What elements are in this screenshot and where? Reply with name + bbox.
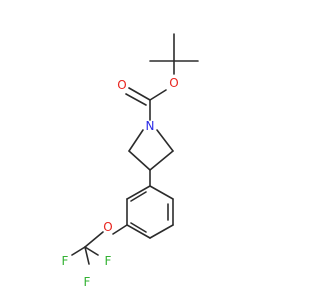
bond (130, 191, 147, 202)
bond (126, 185, 151, 200)
bond (128, 150, 151, 171)
molecule-canvas: O O N O F F F (61, 33, 199, 289)
bond (130, 222, 147, 233)
bond (71, 246, 86, 256)
carbonyl-oxygen-label: O (117, 78, 126, 92)
structure-diagram: O O N O F F F (62, 33, 199, 289)
bond (112, 224, 128, 235)
ether-oxygen-label: O (103, 220, 112, 234)
bond (128, 129, 144, 152)
bond (149, 89, 167, 101)
ester-oxygen-label: O (169, 76, 178, 90)
fluorine-left-label: F (62, 254, 69, 268)
atom-labels: O O N O F F F (62, 76, 179, 289)
fluorine-right-label: F (105, 254, 112, 268)
bond (84, 231, 104, 248)
fluorine-bottom-label: F (84, 275, 91, 289)
bond (84, 246, 99, 256)
bond (149, 185, 174, 200)
nitrogen-label: N (146, 119, 155, 133)
bond (126, 224, 151, 239)
bond (84, 246, 90, 265)
bond (149, 224, 174, 239)
bond (149, 150, 174, 171)
bond (128, 87, 151, 101)
bonds (71, 33, 199, 265)
bond (125, 93, 147, 106)
bond (156, 129, 174, 152)
